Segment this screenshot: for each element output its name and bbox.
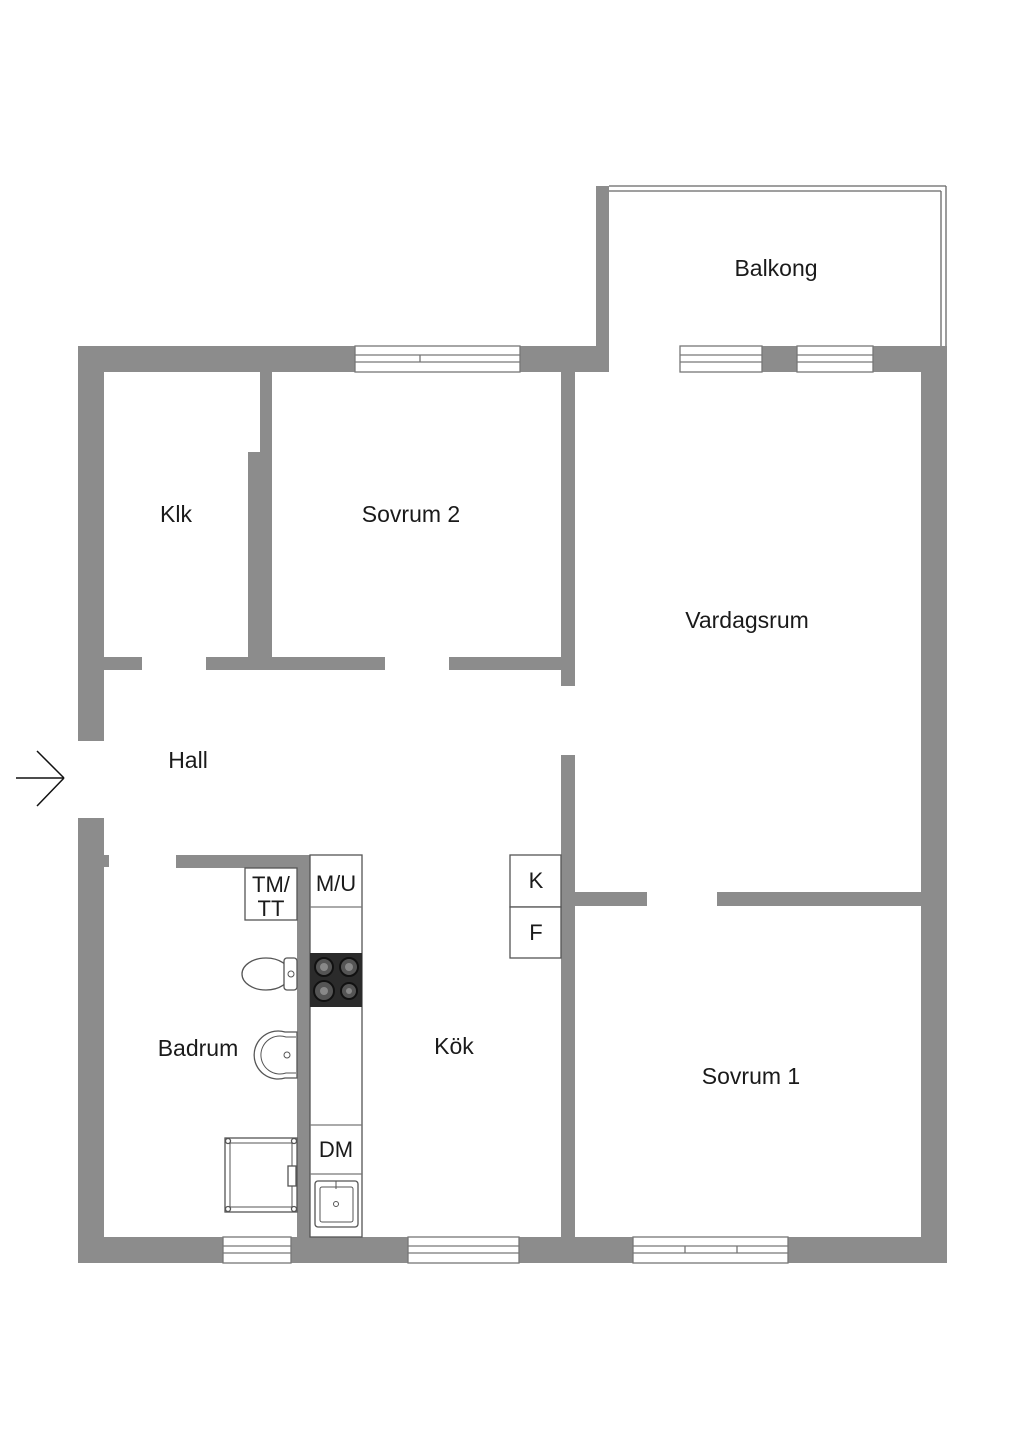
washbasin-icon [253,1030,298,1080]
window-vardagsrum-left [679,345,763,373]
stove-icon [310,953,362,1007]
window-sovrum2 [354,345,521,373]
shower-icon [224,1137,298,1213]
window-vardagsrum-right [796,345,874,373]
room-label-hall: Hall [168,747,208,773]
room-label-klk: Klk [160,501,192,527]
window-sovrum1 [632,1236,789,1264]
tm-tt-label-1: TM/ [252,872,291,897]
room-label-sovrum1: Sovrum 1 [702,1063,800,1089]
interior-walls [104,372,921,1237]
kitchen-counter: M/U DM [309,854,363,1238]
toilet-icon [241,957,298,991]
room-label-kok: Kök [434,1033,474,1059]
f-label: F [529,920,542,945]
fridge-freezer: K F [509,854,562,959]
room-label-badrum: Badrum [158,1035,239,1061]
balcony-railing [609,185,947,346]
window-badrum [222,1236,292,1264]
tm-tt-label-2: TT [258,896,285,921]
entrance-arrow-icon [16,750,65,807]
windows [222,345,874,1264]
sink-icon [314,1180,359,1228]
mu-label: M/U [316,871,356,896]
room-label-sovrum2: Sovrum 2 [362,501,460,527]
room-label-balkong: Balkong [734,255,817,281]
dm-label: DM [319,1137,353,1162]
k-label: K [529,868,544,893]
room-label-vardagsrum: Vardagsrum [685,607,809,633]
window-kok [407,1236,520,1264]
room-labels: Balkong Klk Sovrum 2 Vardagsrum Hall Bad… [158,255,818,1089]
tm-tt-unit: TM/ TT [244,867,298,921]
